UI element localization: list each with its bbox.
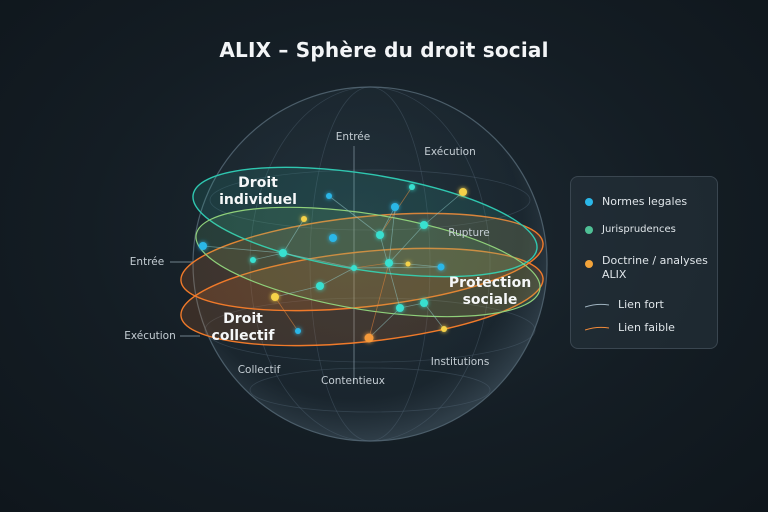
graph-node [441,326,447,332]
graph-node [326,193,332,199]
sphere [192,86,548,442]
band-label-line: Protection [448,275,532,291]
graph-node [271,293,279,301]
axis-label-entree-left: Entrée [129,256,165,268]
link-line [353,262,390,269]
graph-node [295,328,301,334]
graph-node [199,242,207,250]
link-line [388,224,425,264]
weak-link-line-icon [585,326,609,331]
axis-label-execution-top: Exécution [424,146,476,158]
link-line [379,234,401,309]
graph-node [459,188,467,196]
link-line [399,302,425,309]
link-line [319,267,355,287]
link-line [379,206,396,236]
link-line [274,296,299,332]
link-line [368,307,401,339]
axis-label-institutions: Institutions [430,356,490,368]
graph-node [351,265,357,271]
graph-node [250,257,256,263]
axis-label-collectif: Collectif [237,364,281,376]
orange-dot-icon [585,260,593,268]
link-line [353,266,442,269]
graph-node [405,261,411,267]
link-line [407,263,442,268]
page-title: ALIX – Sphère du droit social [219,38,549,62]
legend-item-jurisprudences: Jurisprudences [585,223,676,237]
graph-node [396,304,404,312]
graph-node [329,234,337,242]
green-dot-icon [585,226,593,234]
band-label-droit-individuel: Droit individuel [219,175,297,209]
graph-node [316,282,324,290]
legend-label: Doctrine / analyses ALIX [602,254,708,281]
strong-link-line-icon [585,303,609,308]
graph-node [420,221,428,229]
graph-node [279,249,287,257]
link-line [282,252,355,269]
legend-item-lien-fort: Lien fort [585,298,664,312]
graph-node [376,231,384,239]
legend-item-normes: Normes legales [585,195,687,209]
band-label-line: Droit [238,175,278,191]
axis-label-contentieux: Contentieux [320,375,386,387]
band-label-protection-sociale: Protection sociale [449,275,531,309]
graph-node [301,216,307,222]
legend-item-doctrine: Doctrine / analyses ALIX [585,254,710,282]
axis-label-rupture: Rupture [448,227,490,239]
axis-label-execution-left: Exécution [124,330,176,342]
link-line [274,285,321,298]
band-label-line: collectif [211,328,275,344]
link-line [328,195,381,236]
sphere-grid [204,86,536,442]
band-label-line: sociale [462,292,518,308]
link-line [423,302,445,330]
blue-dot-icon [585,198,593,206]
link-line [379,186,413,236]
nodes [199,184,467,343]
axis-label-entree-top: Entrée [335,131,371,143]
link-line [282,218,305,254]
link-line [423,191,464,226]
band-droit-individuel [192,166,541,318]
graph-node [364,333,374,343]
legend-label: Lien faible [618,321,675,334]
graph-node [409,184,415,190]
graph-node [391,203,399,211]
graph-node [437,263,445,271]
band-droit-collectif [180,212,544,347]
legend-item-lien-faible: Lien faible [585,321,675,335]
graph-node [420,299,428,307]
link-line [388,206,396,264]
legend-label: Normes legales [602,195,688,208]
band-label-line: individuel [219,192,297,208]
link-line [368,262,390,339]
link-line [252,252,284,261]
legend-label: Jurisprudences [602,224,676,235]
legend-label: Lien fort [618,298,664,311]
band-label-droit-collectif: Droit collectif [212,311,275,345]
band-label-line: Droit [223,311,263,327]
legend: Normes legales Jurisprudences Doctrine /… [570,176,718,349]
graph-node [385,259,393,267]
link-line [202,245,284,254]
